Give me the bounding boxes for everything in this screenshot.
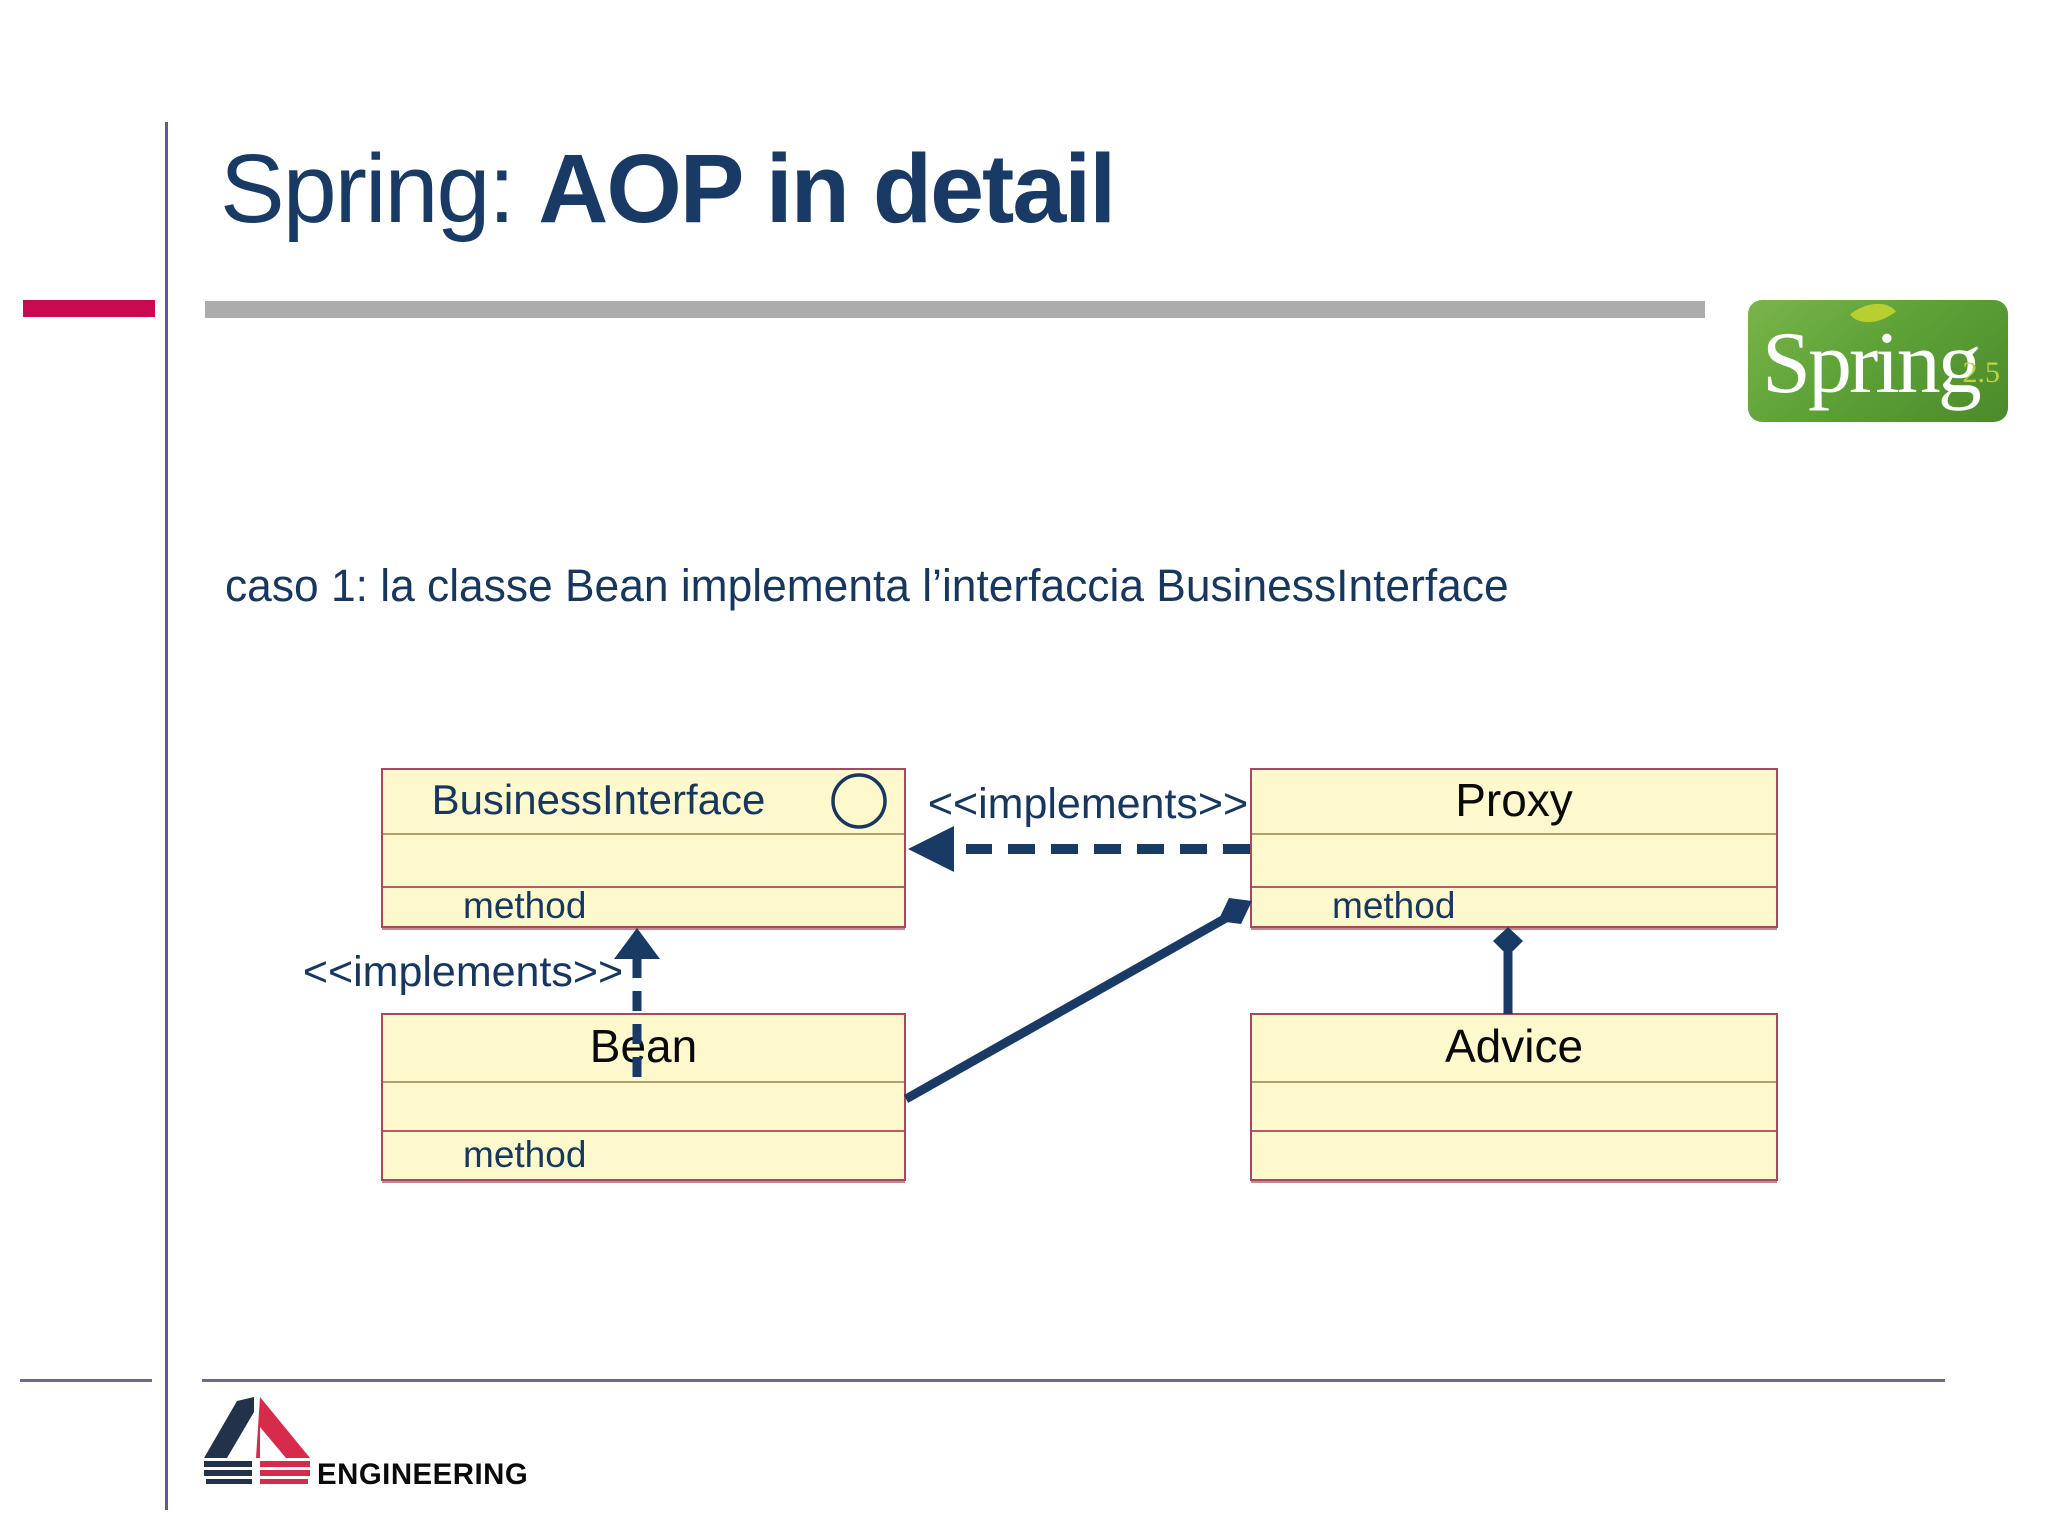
- slide-title: Spring: AOP in detail: [220, 138, 1116, 240]
- spring-logo: Spring 2.5: [1748, 300, 2008, 422]
- interface-lollipop-circle-icon: [831, 773, 887, 829]
- spring-logo-version: 2.5: [1962, 356, 2001, 389]
- engineering-logo-icon: [204, 1397, 310, 1484]
- bean-method-label: method: [463, 1133, 587, 1175]
- advice-attributes-compartment: [1252, 1081, 1776, 1130]
- aggregation-line-bean-proxy: [903, 914, 1229, 1103]
- slide-subtitle: caso 1: la classe Bean implementa l’inte…: [225, 560, 1509, 611]
- left-vertical-rule: [165, 122, 168, 1510]
- aggregation-diamond-icon: [1218, 898, 1252, 924]
- uml-class-bean: Bean method: [381, 1013, 906, 1181]
- advice-methods-compartment: [1252, 1130, 1776, 1179]
- uml-class-businessinterface: BusinessInterface method: [381, 768, 906, 928]
- bean-name-compartment: Bean: [383, 1015, 904, 1081]
- engineering-logo-text: ENGINEERING: [317, 1458, 529, 1491]
- businessinterface-attributes-compartment: [383, 833, 904, 886]
- proxy-attributes-compartment: [1252, 833, 1776, 886]
- businessinterface-name-compartment: BusinessInterface: [383, 770, 904, 833]
- implements-label-proxy-to-interface: <<implements>>: [927, 780, 1249, 828]
- red-accent-bar: [23, 300, 155, 317]
- uml-class-advice: Advice: [1250, 1013, 1778, 1181]
- bean-methods-compartment: method: [383, 1130, 904, 1179]
- proxy-name-compartment: Proxy: [1252, 770, 1776, 833]
- businessinterface-name: BusinessInterface: [431, 775, 766, 823]
- footer-rule: [202, 1379, 1945, 1382]
- advice-name: Advice: [1444, 1019, 1584, 1072]
- title-underline-bar: [205, 301, 1705, 318]
- bean-attributes-compartment: [383, 1081, 904, 1130]
- businessinterface-method-label: method: [463, 885, 587, 927]
- slide-title-bold: AOP in detail: [538, 134, 1116, 243]
- proxy-method-label: method: [1332, 885, 1456, 927]
- arrowhead-left-icon: [908, 826, 954, 872]
- bean-name: Bean: [589, 1019, 698, 1072]
- proxy-methods-compartment: method: [1252, 885, 1776, 927]
- spring-logo-word: Spring: [1762, 315, 1982, 412]
- advice-name-compartment: Advice: [1252, 1015, 1776, 1081]
- proxy-name: Proxy: [1455, 773, 1573, 826]
- footer-rule-left-segment: [20, 1379, 152, 1382]
- slide-title-prefix: Spring:: [220, 134, 539, 243]
- uml-class-proxy: Proxy method: [1250, 768, 1778, 928]
- implements-label-bean-to-interface: <<implements>>: [302, 948, 624, 996]
- aggregation-diamond-icon: [1493, 927, 1523, 956]
- businessinterface-methods-compartment: method: [383, 885, 904, 927]
